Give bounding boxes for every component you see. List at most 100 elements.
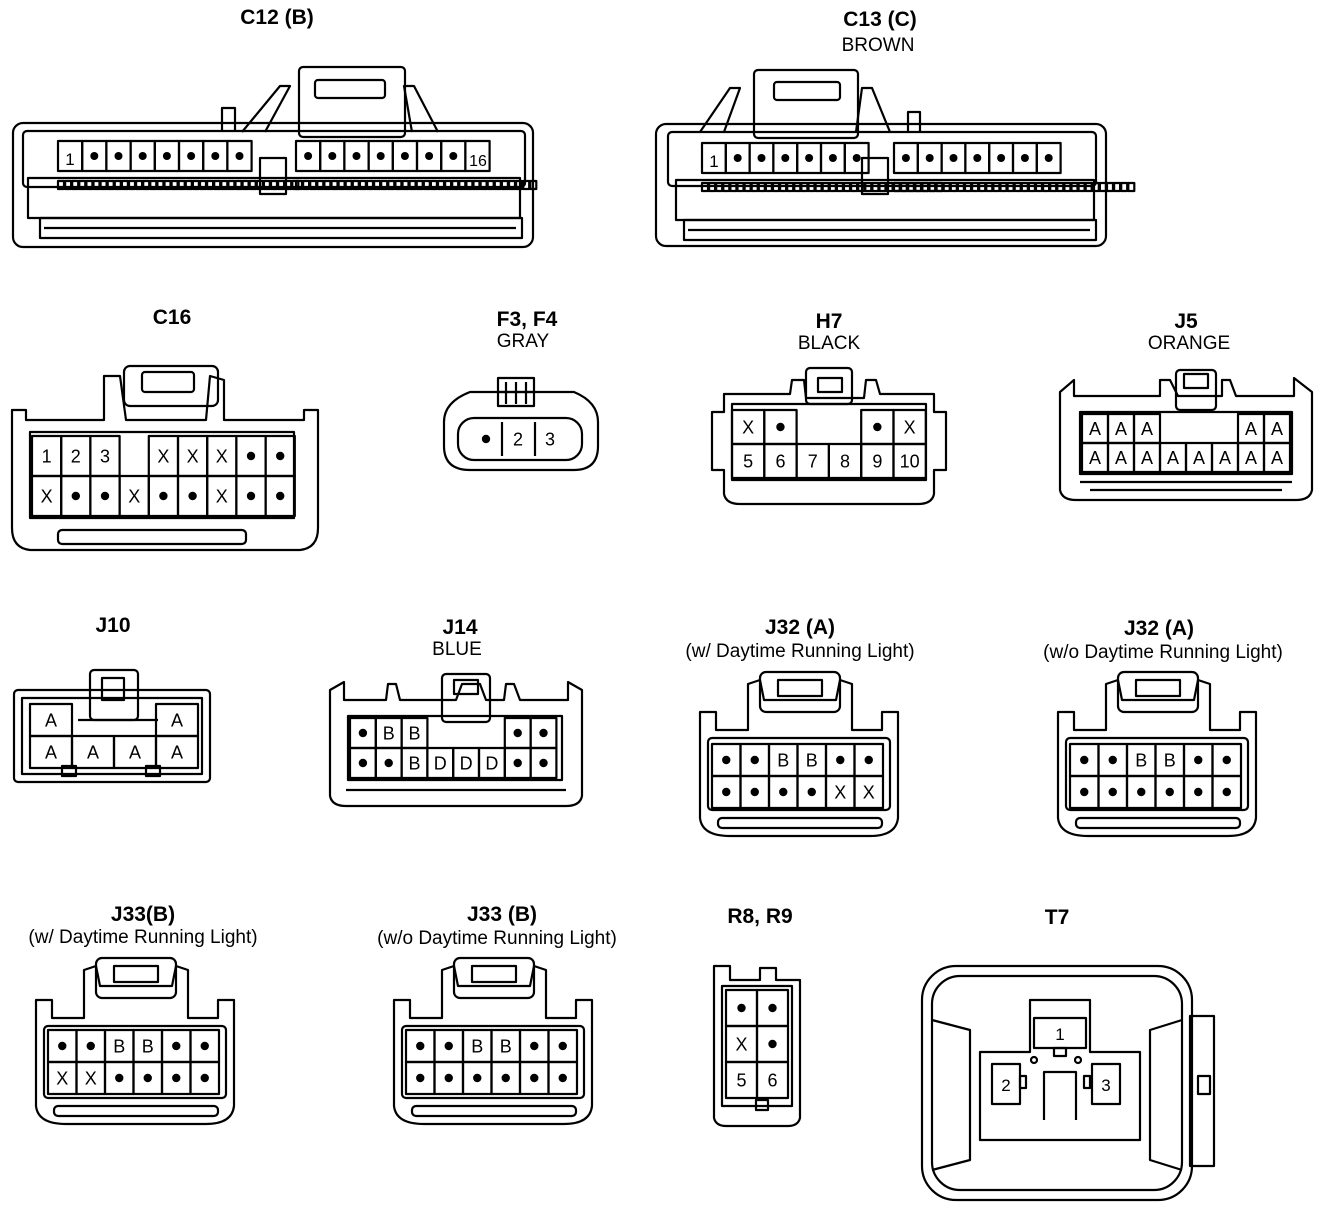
j5-pin-label: A [1271, 419, 1283, 439]
r8r9-cell [755, 1060, 790, 1100]
j33b-wo-title: J33 (B) [466, 903, 538, 926]
j14-pin-dot [384, 758, 393, 768]
c13-pin-dot [997, 154, 1006, 162]
h7-pin-label: X [742, 418, 754, 438]
j32a-wo-pin-dot [1137, 787, 1146, 797]
h7-cell [892, 442, 927, 480]
j33b-w-pin-dot [200, 1041, 209, 1051]
r8r9-pin-dot [768, 1003, 777, 1013]
j33b-w-pin-dot [143, 1073, 152, 1083]
c13-terminal [864, 181, 873, 193]
j32a-w-pin-dot [722, 755, 731, 765]
c13-color: BROWN [841, 35, 915, 56]
c13-terminal [1105, 181, 1115, 193]
h7-color: BLACK [797, 333, 861, 354]
h7-pin-label: 6 [775, 452, 785, 472]
r8r9-pin-label: 5 [736, 1071, 746, 1091]
c12-pin-dot [376, 152, 385, 160]
t7-pin-2: 2 [1001, 1076, 1010, 1095]
j33b-w-pin-label: B [142, 1037, 154, 1057]
h7-pin-label: 8 [840, 452, 850, 472]
c16-pin-label: 3 [100, 447, 110, 467]
j32a-w-pin-label: X [834, 783, 846, 803]
c13-pin-dot [925, 154, 934, 162]
f3f4-pin-label: 2 [513, 430, 523, 450]
j32a-w-pin-dot [779, 787, 788, 797]
c13-terminal [814, 181, 823, 193]
c12-pin-dot [162, 152, 171, 160]
j10-pin-label: A [87, 743, 99, 763]
j5-pin-label: A [1089, 419, 1101, 439]
j32a-wo-title: J32 (A) [1123, 617, 1195, 640]
j32a-w-pin-dot [864, 755, 873, 765]
f3f4-title: F3, F4 [496, 308, 558, 331]
t7-pin-1: 1 [1055, 1025, 1064, 1044]
c13-pin-dot [949, 154, 958, 162]
h7-pin-label: 9 [872, 452, 882, 472]
j5-color: ORANGE [1147, 333, 1231, 354]
c12-pin-dot [449, 152, 458, 160]
c13-pin-dot [733, 154, 742, 162]
j33b-wo-pin-dot [530, 1041, 539, 1051]
j33b-w-pin-dot [172, 1041, 181, 1051]
j5-pin-label: A [1141, 419, 1153, 439]
f3f4-pin-dot [481, 434, 491, 444]
j32a-wo-pin-dot [1194, 787, 1203, 797]
j32a-wo-pin-dot [1080, 755, 1089, 765]
connector-c13: 1 [654, 68, 1136, 248]
j32a-wo-pin-dot [1080, 787, 1089, 797]
f3f4-pin-label: 3 [545, 430, 555, 450]
c12-cell [464, 139, 491, 173]
j14-pin-label: B [383, 724, 395, 744]
j5-pin-label: A [1167, 448, 1179, 468]
r8r9-pin-label: 6 [767, 1071, 777, 1091]
h7-pin-label: 7 [808, 452, 818, 472]
j32a-wo-pin-dot [1165, 787, 1174, 797]
j5-title: J5 [1174, 310, 1198, 333]
j14-pin-label: D [485, 754, 498, 774]
c16-pin-label: X [41, 487, 53, 507]
c13-terminal [849, 181, 859, 193]
j14-pin-label: D [434, 754, 447, 774]
c12-terminal [514, 179, 524, 191]
c12-pin-dot [425, 152, 434, 160]
j14-pin-label: B [408, 754, 420, 774]
c16-pin-label: X [216, 447, 228, 467]
j33b-wo-pin-label: B [471, 1037, 483, 1057]
j33b-w-pin-dot [200, 1073, 209, 1083]
c13-terminal [778, 181, 788, 193]
j32a-wo-pin-dot [1108, 787, 1117, 797]
j33b-wo-pin-dot [444, 1073, 453, 1083]
connector-t7: 1 2 3 [920, 964, 1216, 1202]
c16-pin-dot [246, 451, 256, 461]
j5-pin-label: A [1193, 448, 1205, 468]
j14-pin-label: B [408, 724, 420, 744]
j5-pin-label: A [1271, 448, 1283, 468]
c13-terminal [885, 181, 894, 193]
c13-terminal [793, 181, 802, 193]
j32a-w-pin-dot [722, 787, 731, 797]
c12-pin-first: 1 [65, 150, 74, 169]
j33b-wo-pin-dot [530, 1073, 539, 1083]
j32a-w-cell [853, 774, 885, 810]
c12-terminal [71, 179, 80, 191]
c16-pin-dot [246, 491, 256, 501]
j33b-w-pin-dot [58, 1041, 67, 1051]
c16-pin-dot [276, 451, 285, 461]
j33b-w-title: J33(B) [110, 903, 176, 926]
c13-terminal [757, 181, 766, 193]
j14-title: J14 [442, 616, 478, 639]
r8r9-pin-dot [768, 1039, 777, 1049]
j14-pin-dot [358, 728, 368, 738]
j32a-wo-note: (w/o Daytime Running Light) [1043, 642, 1283, 663]
j33b-w-note: (w/ Daytime Running Light) [28, 927, 258, 948]
j33b-wo-pin-dot [473, 1073, 482, 1083]
j33b-w-pin-dot [86, 1041, 95, 1051]
j33b-wo-note: (w/o Daytime Running Light) [377, 928, 617, 949]
c13-terminal [1120, 181, 1129, 193]
r8r9-title: R8, R9 [727, 905, 793, 928]
c13-terminal [828, 181, 837, 193]
